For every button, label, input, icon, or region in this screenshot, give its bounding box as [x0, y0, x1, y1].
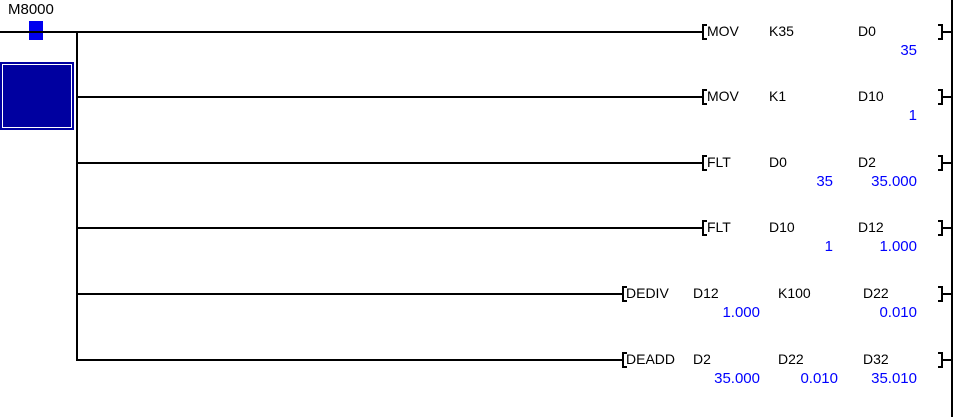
operand-label: K1 [769, 88, 787, 104]
operand-label: D0 [769, 154, 787, 170]
monitor-value: 35.000 [714, 370, 760, 387]
left-bracket [622, 286, 627, 302]
rail-connector-wire [943, 96, 952, 98]
monitor-value: 1 [824, 238, 833, 255]
right-bracket [938, 352, 943, 368]
rail-connector-wire [943, 162, 952, 164]
right-bracket [938, 286, 943, 302]
monitor-value: 35 [816, 173, 833, 190]
rung-wire [76, 227, 704, 229]
left-bracket [702, 24, 707, 40]
edit-cursor-inner-border [2, 64, 72, 128]
operand-label: D10 [858, 88, 884, 104]
monitor-value: 1.000 [879, 238, 917, 255]
monitor-value: 35.000 [871, 173, 917, 190]
operand-label: D12 [693, 285, 719, 301]
left-bracket [702, 220, 707, 236]
rung-wire [76, 96, 704, 98]
operand-label: D12 [858, 219, 884, 235]
rail-connector-wire [943, 293, 952, 295]
rail-connector-wire [943, 359, 952, 361]
instruction-mnemonic: DEADD [626, 351, 676, 367]
operand-label: D10 [769, 219, 795, 235]
monitor-value: 35.010 [871, 370, 917, 387]
operand-label: K35 [769, 23, 794, 39]
left-bracket [622, 352, 627, 368]
monitor-value: 1.000 [722, 304, 760, 321]
monitor-value: 0.010 [879, 304, 917, 321]
edit-cursor-block[interactable] [0, 62, 74, 130]
operand-label: D2 [858, 154, 876, 170]
rail-connector-wire [943, 31, 952, 33]
contact-device-label: M8000 [8, 1, 54, 18]
right-bracket [938, 89, 943, 105]
rung-wire [76, 293, 624, 295]
monitor-value: 35 [900, 42, 917, 59]
branch-wire [76, 32, 78, 361]
instruction-mnemonic: MOV [707, 23, 739, 39]
monitor-value: 0.010 [800, 370, 838, 387]
instruction-mnemonic: FLT [707, 154, 731, 170]
right-bracket [938, 220, 943, 236]
operand-label: D22 [863, 285, 889, 301]
right-power-rail [951, 0, 953, 417]
instruction-mnemonic: DEDIV [626, 285, 669, 301]
operand-label: D2 [693, 351, 711, 367]
rung-wire [76, 162, 704, 164]
instruction-mnemonic: FLT [707, 219, 731, 235]
instruction-mnemonic: MOV [707, 88, 739, 104]
rung-wire [0, 31, 704, 33]
left-bracket [702, 155, 707, 171]
left-bracket [702, 89, 707, 105]
right-bracket [938, 24, 943, 40]
operand-label: K100 [778, 285, 811, 301]
monitor-value: 1 [908, 107, 917, 124]
right-bracket [938, 155, 943, 171]
operand-label: D22 [778, 351, 804, 367]
contact-m8000-energized[interactable] [29, 21, 43, 40]
operand-label: D32 [863, 351, 889, 367]
rung-wire [76, 359, 624, 361]
operand-label: D0 [858, 23, 876, 39]
rail-connector-wire [943, 227, 952, 229]
